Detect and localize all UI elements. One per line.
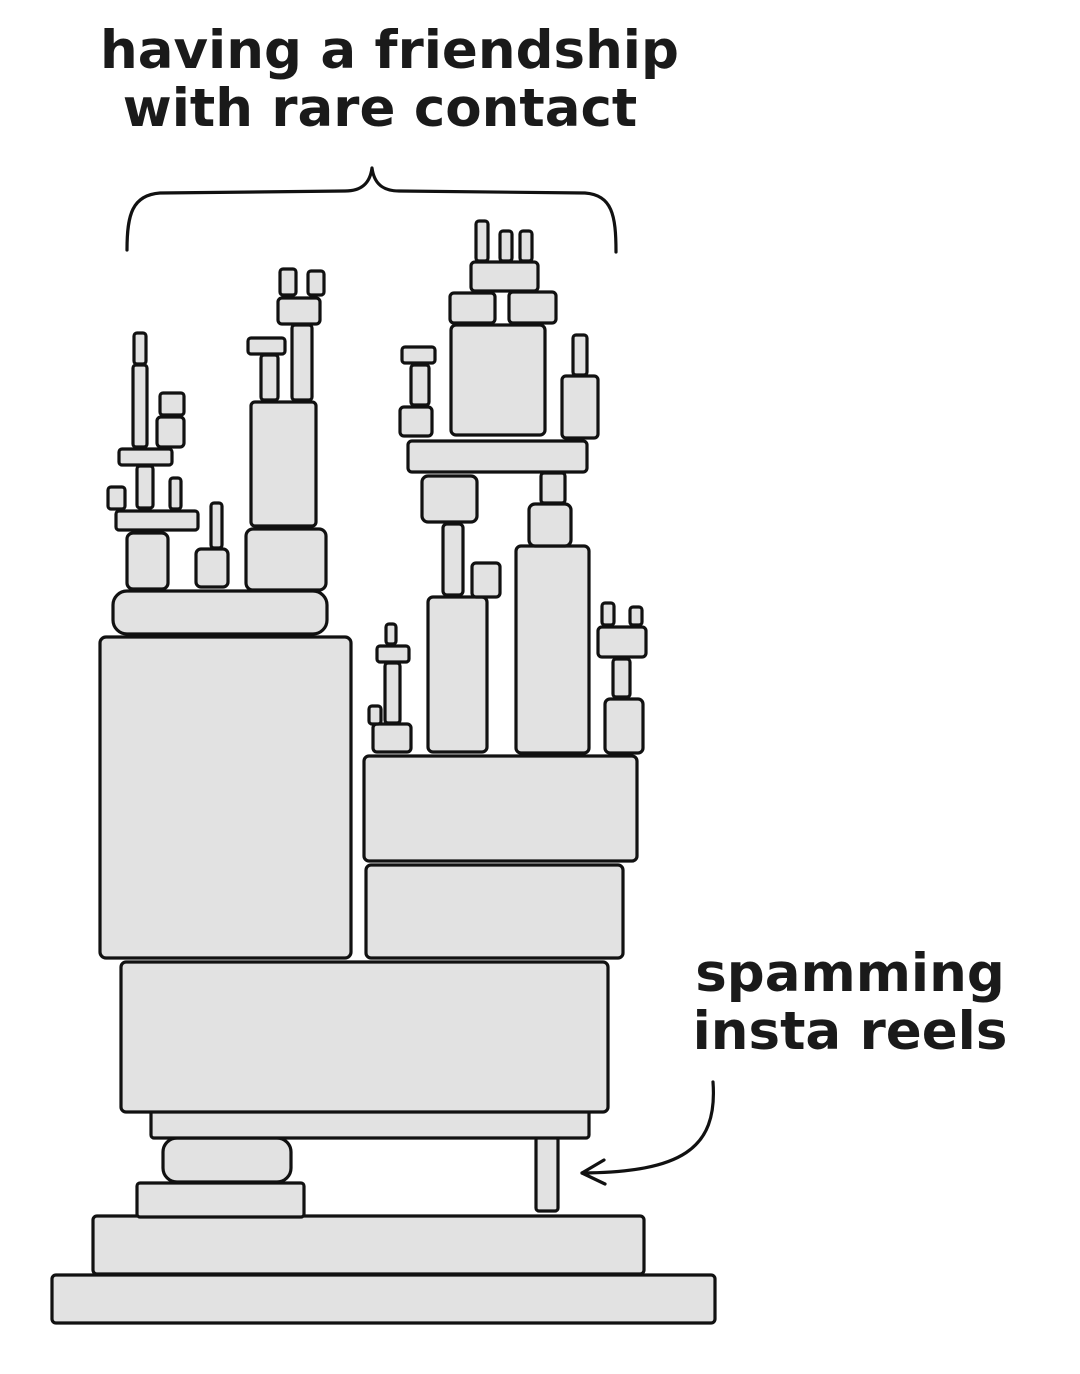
left-cube-stack-b (158, 391, 186, 417)
top-caption-line-1: having a friendship (100, 20, 679, 81)
left-spire-tip (132, 331, 148, 366)
left-cube-a (106, 485, 127, 511)
right-top-left-cube (448, 291, 497, 325)
right-crown-peg-c (518, 229, 534, 263)
left-shelf (114, 509, 200, 532)
side-caption: spamming insta reels (690, 945, 1010, 1061)
top-caption: having a friendship with rare contact (100, 20, 679, 139)
block-stack (50, 219, 717, 1325)
left-small-peg (209, 501, 224, 550)
top-caption-line-2: with rare contact (122, 78, 638, 139)
right-crown-peg-b (498, 229, 514, 263)
right-small-cube (470, 561, 502, 599)
far-right-bar (596, 625, 648, 659)
right-side-peg (571, 333, 589, 377)
right-lower-slab (364, 863, 625, 960)
far-right-block (603, 697, 645, 755)
right-top-block (449, 323, 547, 437)
left-pillar (135, 464, 155, 510)
left-rounded-slab (111, 589, 329, 636)
side-caption-line-2: insta reels (692, 1001, 1008, 1062)
right-shelf-cube (398, 405, 434, 438)
far-right-peg-b (628, 605, 644, 627)
right-thin-pillar (383, 661, 402, 725)
far-right-peg-a (600, 601, 616, 627)
side-caption-line-1: spamming (695, 943, 1005, 1004)
left-rounded-support (161, 1136, 293, 1184)
left-small-block (194, 547, 230, 589)
right-shelf (406, 439, 589, 474)
left-thin-spire (131, 363, 149, 449)
arrow (580, 1080, 716, 1175)
left-upper-pillar (259, 353, 280, 402)
left-bar (117, 447, 174, 467)
middle-slab (119, 960, 610, 1114)
right-top-right-cube (507, 290, 558, 325)
arrow-head (580, 1158, 607, 1186)
left-top-cube-a (278, 267, 298, 297)
far-right-pillar (611, 657, 632, 699)
right-small-base (371, 722, 413, 754)
left-top-block (276, 296, 322, 326)
left-big-block (98, 635, 353, 960)
right-shelf-bar (400, 345, 437, 365)
curly-brace (125, 166, 618, 254)
right-mid-pillar (441, 522, 465, 597)
right-tallest-block (514, 544, 591, 755)
left-cube-stack-a (155, 415, 186, 449)
base-slab (50, 1273, 717, 1325)
right-crown-peg-a (474, 219, 490, 263)
right-neck-block (539, 471, 567, 505)
left-mid-block (244, 527, 328, 592)
left-upper-bar (246, 336, 287, 356)
right-small-bar (375, 644, 411, 664)
right-tiny-peg (384, 622, 398, 646)
left-top-cube-b (306, 269, 326, 297)
left-footing (135, 1181, 306, 1219)
right-shelf-pillar (409, 363, 431, 407)
right-cap-block (527, 502, 573, 548)
right-tall-block (426, 595, 489, 754)
thin-support-pillar (534, 1135, 560, 1213)
right-crown-bar (469, 260, 540, 293)
left-upper-post (290, 323, 314, 402)
right-tiny-cube (367, 704, 383, 726)
left-short-block (125, 531, 170, 591)
left-peg (168, 476, 183, 511)
right-upper-slab (362, 754, 639, 863)
right-square-block (420, 474, 479, 524)
right-side-block (560, 374, 600, 440)
left-tall-block (249, 400, 318, 528)
foundation-slab (91, 1214, 646, 1276)
